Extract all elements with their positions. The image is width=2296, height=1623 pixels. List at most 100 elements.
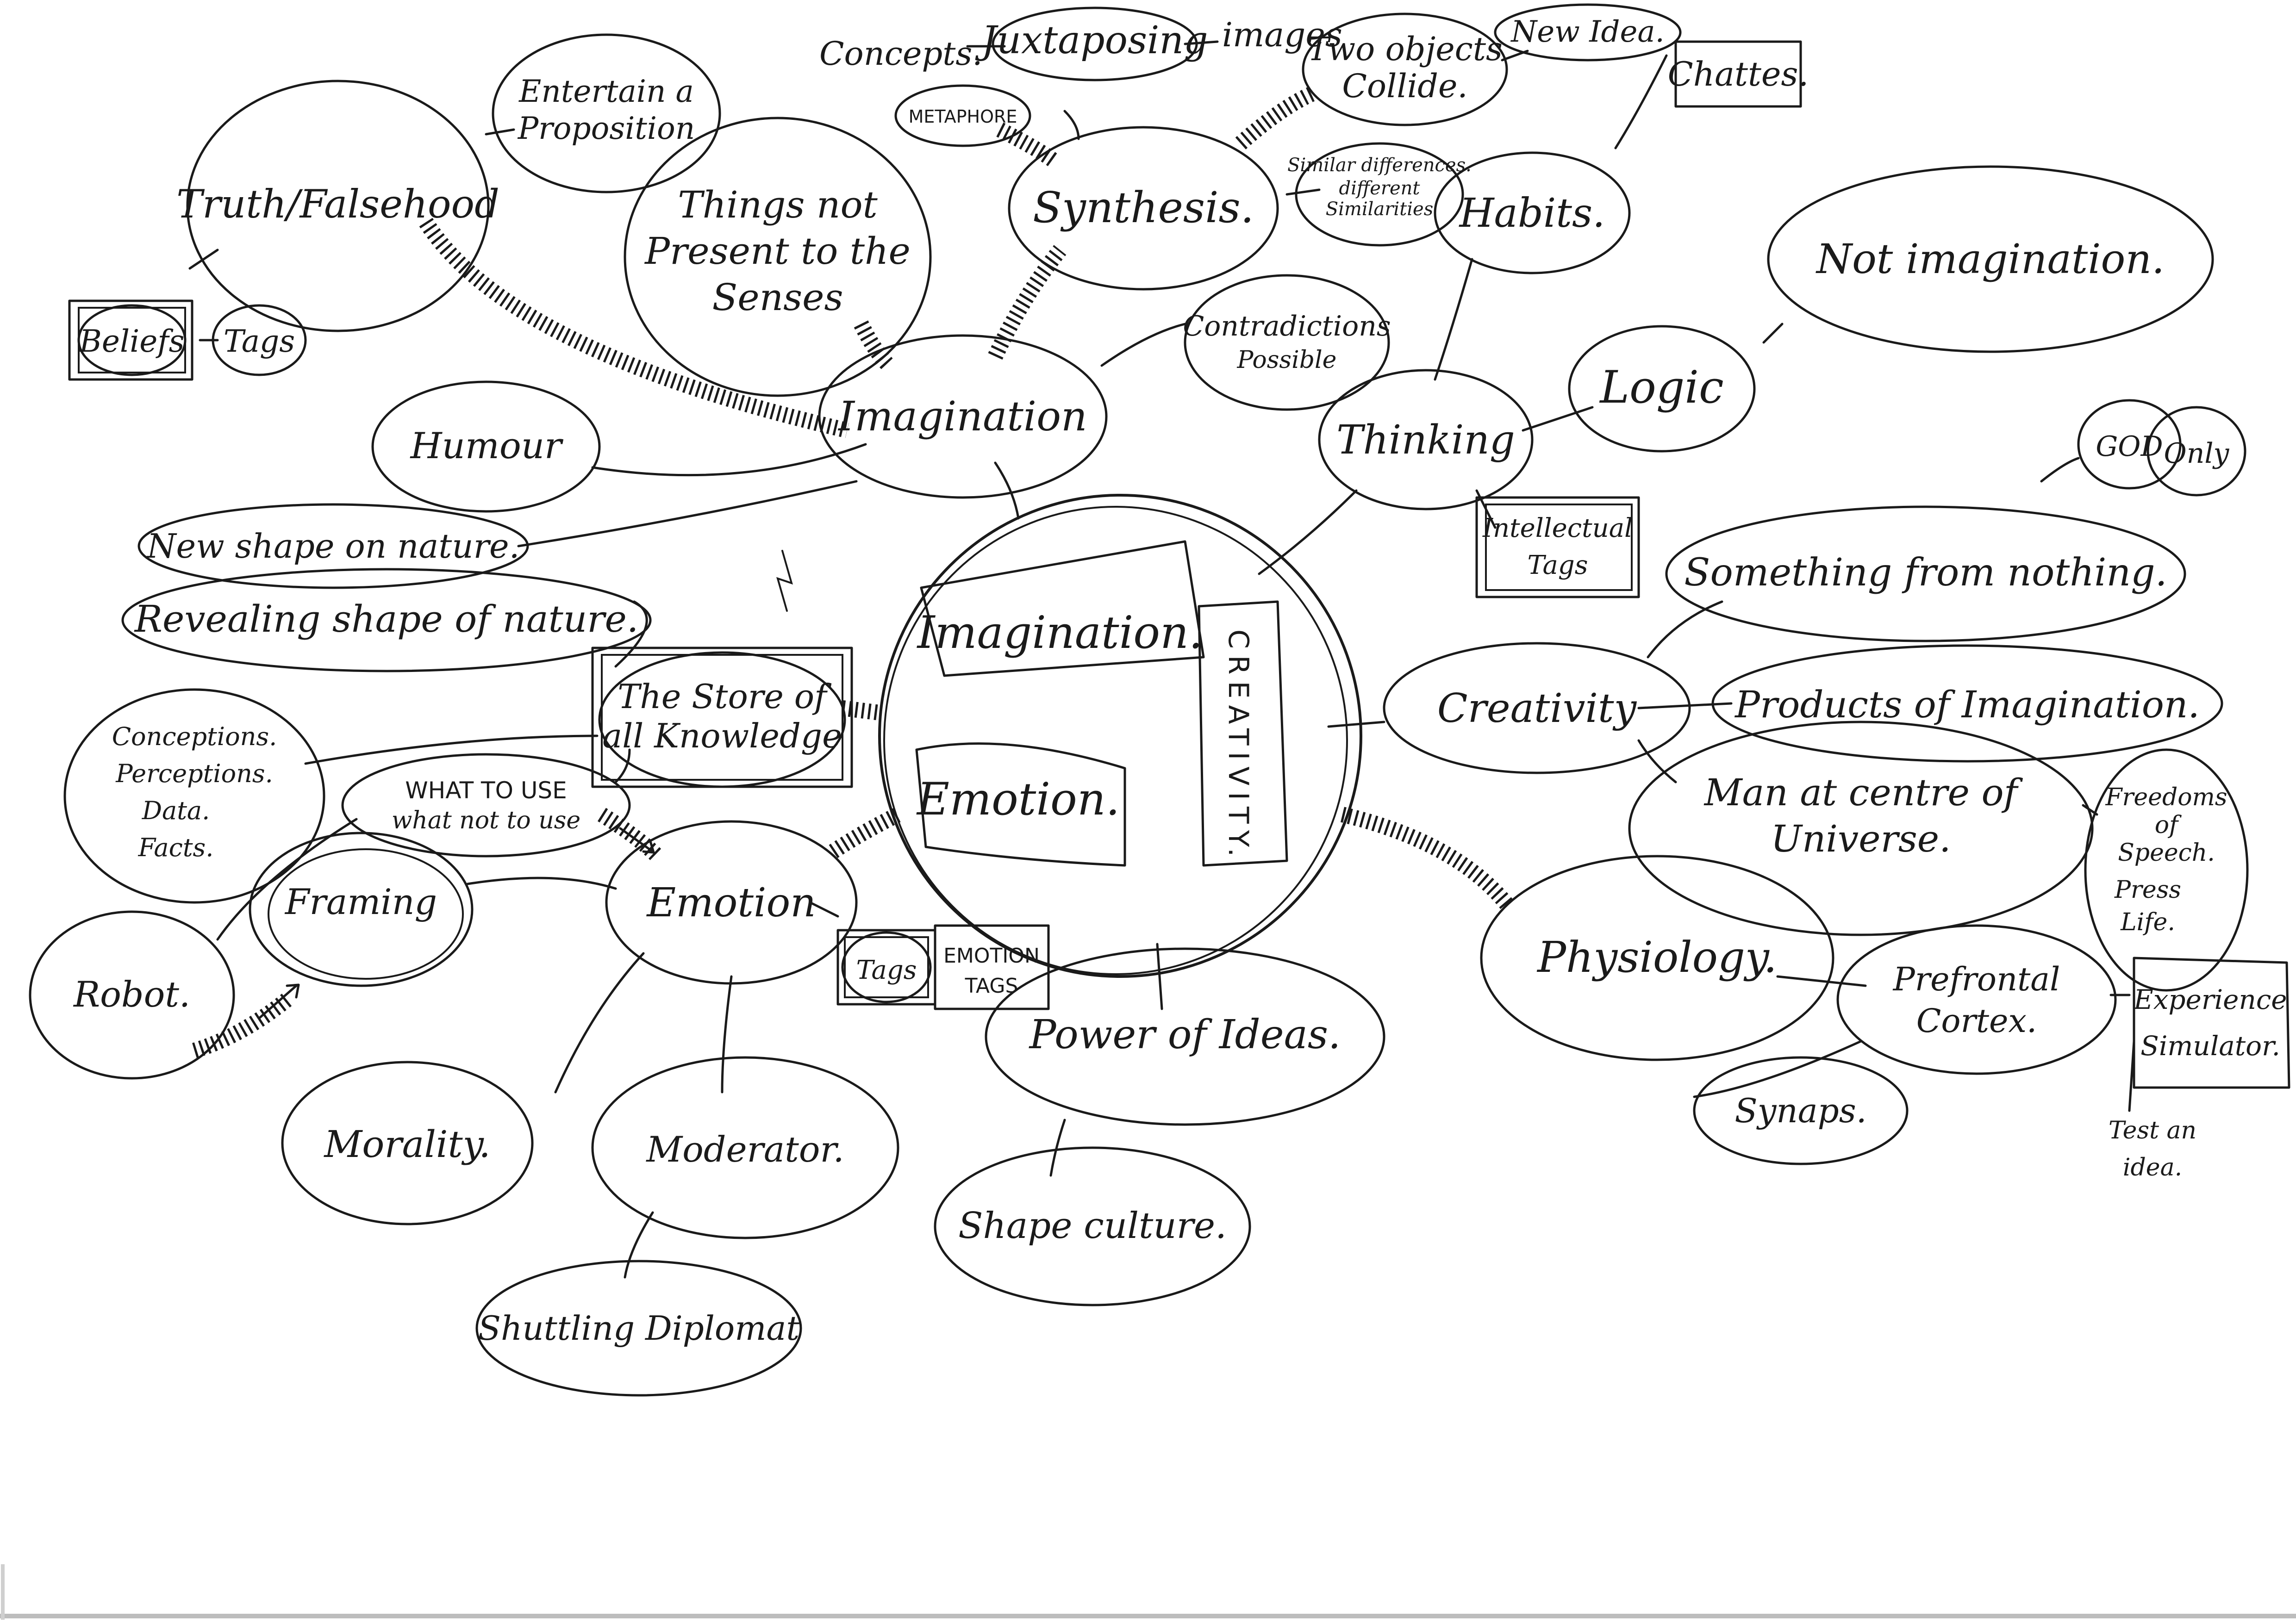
contradictions-label-1: Contradictions <box>1183 310 1391 342</box>
beliefs-label: Beliefs <box>79 323 184 359</box>
link-creativity-something <box>1647 600 1723 659</box>
diplomat-shape <box>475 1260 802 1397</box>
juxtaposing-shape <box>992 6 1198 81</box>
proposition-label-2: Proposition <box>518 111 695 146</box>
store-ellipse <box>598 651 846 788</box>
images-label: images <box>1222 15 1342 54</box>
link-imagination-contradictions <box>1100 323 1186 367</box>
tags-top-label: Tags <box>224 323 295 359</box>
central-creativity-circle <box>776 494 1362 978</box>
god-label: GOD <box>2096 430 2163 463</box>
truth-shape <box>186 80 490 332</box>
revealing-label: Revealing shape of nature. <box>134 597 639 640</box>
imagination-label: Imagination <box>837 392 1087 440</box>
new-idea-shape <box>1494 3 1682 62</box>
store-box-outer <box>591 647 853 788</box>
link-powerofideas-shapeculture <box>1049 1119 1066 1177</box>
conceptions-label-3: Data. <box>142 796 210 825</box>
moderator-label: Moderator. <box>645 1129 844 1170</box>
synaps-label: Synaps. <box>1734 1091 1866 1130</box>
node-labels: Concepts. Juxtaposing images Two objects… <box>73 15 2287 1348</box>
beliefs-box-outer <box>68 299 193 381</box>
new-shape-label: New shape on nature. <box>146 527 519 566</box>
hatched-metaphore-synthesis <box>996 122 1061 168</box>
emotion-tags-box <box>934 924 1050 1010</box>
juxtaposing-label: Juxtaposing <box>975 19 1208 62</box>
synaps-shape <box>1693 1056 1909 1165</box>
revealing-shape-shape <box>121 568 652 672</box>
emotion-tags-label-1: EMOTION <box>943 944 1040 968</box>
hatched-robot-arrows <box>192 993 292 1058</box>
robot-shape <box>29 910 235 1080</box>
link-chattes-habits <box>1614 54 1668 149</box>
link-something-god <box>2040 457 2080 483</box>
morality-label: Morality. <box>323 1123 490 1166</box>
chattes-label: Chattes. <box>1668 55 1809 93</box>
link-imagination-center <box>994 461 1020 520</box>
similar-label-1: Similar differences. <box>1287 155 1472 176</box>
connector-lines <box>188 40 2135 1279</box>
proposition-shape <box>492 33 721 193</box>
hatched-whattouse-emotion <box>597 808 663 862</box>
link-emotion-tags <box>809 901 839 918</box>
link-emotion-morality <box>554 952 645 1094</box>
freedoms-label-4: Press <box>2114 876 2181 904</box>
store-label-2: all Knowledge <box>602 716 842 755</box>
link-center-powerofideas <box>1156 943 1163 1010</box>
metaphore-shape <box>894 84 1031 147</box>
thinking-shape <box>1318 369 1534 510</box>
link-prefrontal-synaps <box>1693 1040 1862 1098</box>
power-of-ideas-label: Power of Ideas. <box>1029 1012 1341 1058</box>
creativity-label: Creativity <box>1437 685 1637 732</box>
link-habits-thinking <box>1434 258 1473 381</box>
only-label: Only <box>2164 437 2230 470</box>
center-emotion-label: Emotion. <box>916 773 1120 825</box>
link-emotion-moderator <box>721 975 733 1094</box>
conceptions-shape <box>63 688 325 904</box>
synthesis-label: Synthesis. <box>1033 183 1254 232</box>
things-label-1: Things not <box>678 183 878 226</box>
metaphore-label: METAPHORE <box>909 106 1017 127</box>
beliefs-ellipse <box>77 304 187 376</box>
intellectual-tags-box-inner <box>1485 504 1633 591</box>
logic-shape <box>1568 325 1756 453</box>
freedoms-label-5: Life. <box>2120 908 2175 936</box>
link-metaphore-synthesis <box>1063 110 1080 140</box>
center-imagination-label: Imagination. <box>917 607 1203 659</box>
moderator-shape <box>591 1056 899 1239</box>
intellectual-tags-label-1: Intellectual <box>1482 513 1633 543</box>
tags-top-shape <box>212 304 307 376</box>
conceptions-label-4: Facts. <box>138 833 214 862</box>
things-label-3: Senses <box>712 276 843 319</box>
power-of-ideas-shape <box>985 947 1385 1126</box>
link-conceptions-store <box>304 734 599 765</box>
link-moderator-diplomat <box>624 1211 654 1279</box>
store-label-1: The Store of <box>618 677 832 716</box>
robot-label: Robot. <box>73 974 190 1015</box>
arrow-icon <box>619 827 655 854</box>
hatched-center-physiology <box>1341 807 1516 912</box>
test-idea-label-1: Test an <box>2109 1117 2196 1144</box>
only-shape <box>2146 406 2246 497</box>
contradictions-label-2: Possible <box>1237 346 1337 374</box>
arrow-icon <box>258 983 300 1020</box>
link-logic-notimagination <box>1762 323 1784 344</box>
link-creativity-products <box>1637 702 1733 709</box>
tags-bottom-label: Tags <box>856 955 917 985</box>
store-box-inner <box>601 654 843 781</box>
not-imagination-shape <box>1767 165 2214 353</box>
physiology-label: Physiology. <box>1536 933 1777 982</box>
freedoms-label-2: of <box>2155 811 2182 839</box>
simulator-label-1: Experience <box>2133 984 2287 1015</box>
prefrontal-label-1: Prefrontal <box>1892 960 2060 998</box>
two-objects-label-1: Two objects <box>1307 30 1503 68</box>
something-shape <box>1665 505 2186 642</box>
concepts-label: Concepts. <box>819 35 983 73</box>
link-beliefs-truth <box>188 249 219 270</box>
intellectual-tags-label-2: Tags <box>1528 550 1588 580</box>
logic-label: Logic <box>1599 361 1723 413</box>
hatched-emotion-center <box>829 807 902 858</box>
similar-label-2: different <box>1339 178 1420 199</box>
link-newshape-imagination <box>517 480 858 547</box>
